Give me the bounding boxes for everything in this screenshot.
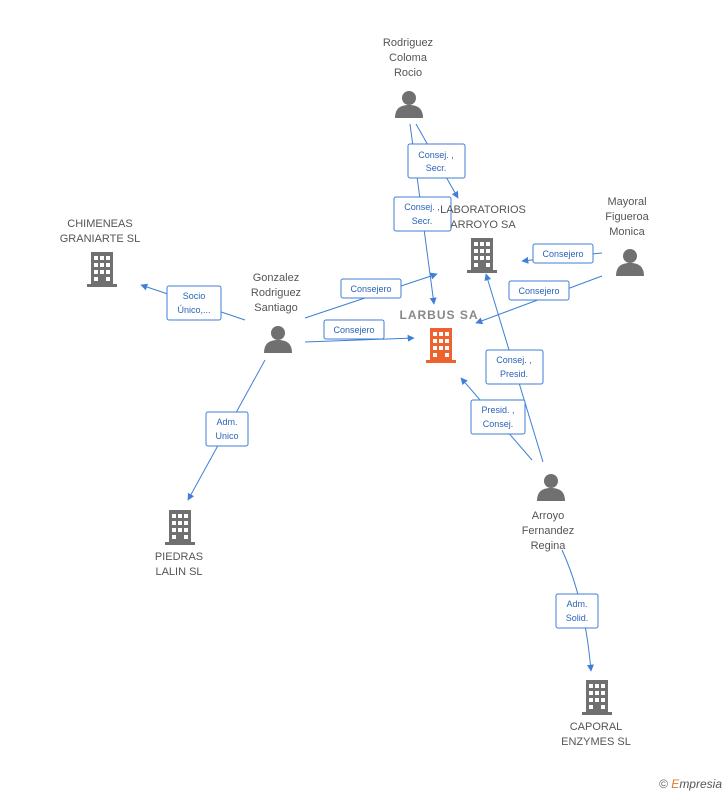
person-label-line: Gonzalez	[253, 272, 299, 284]
relation-text: Consej. ,	[418, 150, 454, 160]
relation-text: Único,...	[177, 305, 210, 315]
relation-text: Consej. ,	[404, 202, 440, 212]
building-icon	[467, 238, 497, 273]
person-icon	[264, 326, 292, 353]
person-icon	[537, 474, 565, 501]
relation-label-gon-chim[interactable]: Socio Único,...	[166, 285, 222, 321]
brand-logo-initial: E	[671, 777, 680, 791]
person-label-line: Arroyo	[532, 510, 564, 522]
relation-text: Adm.	[566, 599, 587, 609]
relation-label-arr-cap[interactable]: Adm. Solid.	[555, 593, 599, 629]
company-label-line: ENZYMES SL	[561, 736, 631, 748]
relation-label-gon-pied[interactable]: Adm. Unico	[205, 411, 249, 447]
person-icon	[616, 249, 644, 276]
company-label-line: PIEDRAS	[155, 551, 203, 563]
footer-brand: © Empresia	[659, 777, 722, 791]
relation-text: Consejero	[542, 249, 583, 259]
company-node-piedras[interactable]: PIEDRAS LALIN SL	[155, 510, 203, 578]
person-node-gonzalez[interactable]: Gonzalez Rodriguez Santiago	[251, 272, 301, 353]
person-label-line: Figueroa	[605, 211, 649, 223]
brand-logo-rest: mpresia	[679, 777, 722, 791]
person-label-line: Rodriguez	[251, 287, 301, 299]
person-label-line: Santiago	[254, 302, 297, 314]
company-node-chimeneas[interactable]: CHIMENEAS GRANIARTE SL	[60, 218, 141, 287]
relation-label-gon-larbus[interactable]: Consejero	[323, 319, 385, 340]
relation-label-may-larbus[interactable]: Consejero	[508, 280, 570, 301]
person-icon	[395, 91, 423, 118]
edge-labels: Consej. , Secr. Consej. , Secr. Consejer…	[166, 143, 599, 629]
relation-label-rod-larbus[interactable]: Consej. , Secr.	[393, 196, 452, 232]
relation-text: Presid.	[500, 369, 528, 379]
edges	[140, 123, 603, 672]
building-icon	[582, 680, 612, 715]
relation-text: Solid.	[566, 613, 589, 623]
relation-text: Consejero	[518, 286, 559, 296]
relation-label-may-lab[interactable]: Consejero	[532, 243, 594, 264]
company-node-caporal[interactable]: CAPORAL ENZYMES SL	[561, 680, 631, 748]
relation-label-gon-lab[interactable]: Consejero	[340, 278, 402, 299]
person-label-line: Monica	[609, 226, 645, 238]
person-label-line: Mayoral	[607, 196, 646, 208]
main-company-building-icon	[426, 328, 456, 363]
company-label-line: GRANIARTE SL	[60, 233, 141, 245]
person-label-line: Rocio	[394, 67, 422, 79]
relation-text: Consej.	[483, 419, 514, 429]
person-label-line: Coloma	[389, 52, 428, 64]
relation-text: Consejero	[350, 284, 391, 294]
relation-text: Adm.	[216, 417, 237, 427]
main-company-label: LARBUS SA	[399, 308, 478, 322]
person-node-arroyo[interactable]: Arroyo Fernandez Regina	[522, 474, 575, 552]
copyright-icon: ©	[659, 777, 668, 791]
edge-gonzalez-larbus	[304, 334, 415, 343]
person-label-line: Rodriguez	[383, 37, 433, 49]
relation-text: Secr.	[426, 163, 447, 173]
relation-label-rod-lab[interactable]: Consej. , Secr.	[407, 143, 466, 179]
company-node-laboratorios[interactable]: LABORATORIOS ARROYO SA	[440, 204, 526, 273]
company-label-line: LALIN SL	[155, 566, 202, 578]
relation-label-arr-larbus[interactable]: Presid. , Consej.	[470, 399, 526, 435]
relation-text: Consej. ,	[496, 355, 532, 365]
person-node-rodriguez[interactable]: Rodriguez Coloma Rocio	[383, 37, 433, 118]
relation-text: Consejero	[333, 325, 374, 335]
relation-text: Presid. ,	[481, 405, 514, 415]
person-label-line: Fernandez	[522, 525, 575, 537]
person-node-mayoral[interactable]: Mayoral Figueroa Monica	[605, 196, 650, 276]
relation-text: Socio	[183, 291, 206, 301]
relation-text: Unico	[215, 431, 238, 441]
company-label-line: CAPORAL	[570, 721, 623, 733]
building-icon	[87, 252, 117, 287]
main-company-node[interactable]: LARBUS SA	[399, 308, 478, 363]
relation-label-arr-lab[interactable]: Consej. , Presid.	[485, 349, 544, 385]
company-label-line: LABORATORIOS	[440, 204, 526, 216]
relation-text: Secr.	[412, 216, 433, 226]
building-icon	[165, 510, 195, 545]
person-label-line: Regina	[531, 540, 567, 552]
company-label-line: CHIMENEAS	[67, 218, 132, 230]
company-label-line: ARROYO SA	[450, 219, 516, 231]
